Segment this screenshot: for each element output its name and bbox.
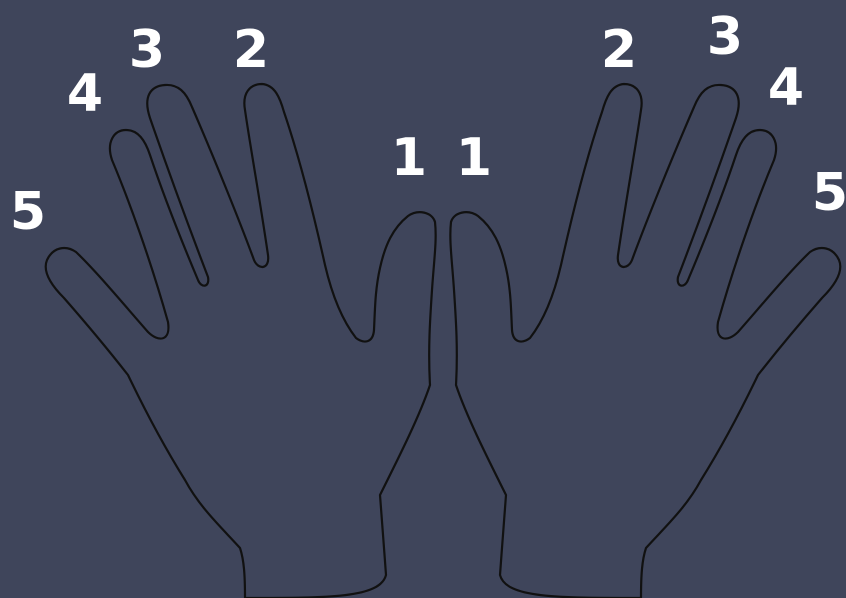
left-hand — [46, 84, 436, 598]
left-hand-outline — [46, 84, 436, 598]
right-thumb-label: 1 — [456, 132, 492, 184]
left-index-label: 2 — [233, 24, 269, 76]
right-hand-outline — [450, 84, 840, 598]
right-index-label: 2 — [601, 24, 637, 76]
left-pinky-label: 5 — [10, 186, 46, 238]
left-middle-label: 3 — [129, 24, 165, 76]
right-middle-label: 3 — [707, 11, 743, 63]
right-pinky-label: 5 — [812, 167, 846, 219]
left-thumb-label: 1 — [391, 132, 427, 184]
right-ring-label: 4 — [768, 62, 804, 114]
left-ring-label: 4 — [67, 68, 103, 120]
right-hand — [450, 84, 840, 598]
